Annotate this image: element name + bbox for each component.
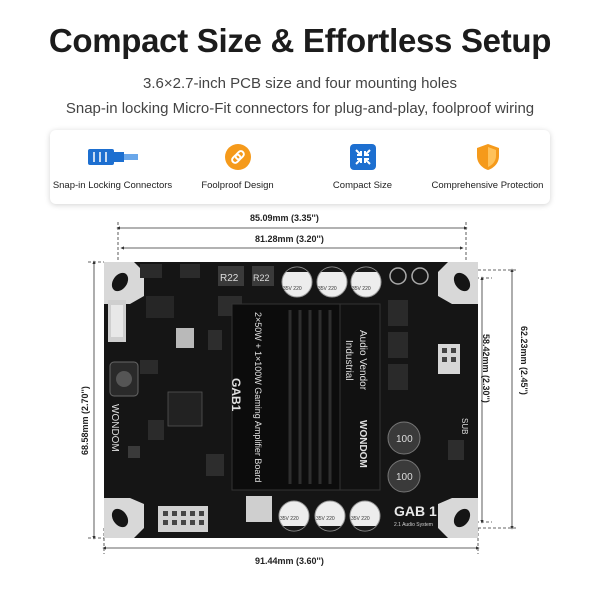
subtitle-connectors: Snap-in locking Micro-Fit connectors for…	[65, 100, 535, 117]
resistor-r22-b: R22	[253, 273, 270, 283]
inductor-label-2: 100	[396, 472, 413, 483]
feature-strip: Snap-in Locking Connectors Foolproof Des…	[50, 130, 550, 204]
link-icon	[175, 142, 300, 172]
feature-foolproof: Foolproof Design	[175, 130, 300, 191]
cap-label-2: 35V 220	[318, 286, 337, 292]
feature-protection-label: Comprehensive Protection	[431, 180, 544, 191]
feature-connectors: Snap-in Locking Connectors	[50, 130, 175, 191]
heatsink-brand: WONDOM	[357, 420, 368, 468]
cap-label-5: 35V 220	[316, 516, 335, 522]
inductor-label-1: 100	[396, 434, 413, 445]
capacitors-top	[281, 266, 382, 298]
dim-bottom: 91.44mm (3.60'')	[255, 556, 324, 566]
feature-connectors-label: Snap-in Locking Connectors	[52, 180, 173, 191]
board-model-big: GAB 1	[394, 503, 437, 519]
components: R22 R22 35V 220 35V 220 35V 220 35V 220 …	[108, 264, 469, 532]
feature-protection: Comprehensive Protection	[425, 130, 550, 191]
board-brand: WONDOM	[109, 404, 120, 452]
side-text-audio-vendor: Audio Vendor	[357, 330, 368, 391]
dim-top-outer: 85.09mm (3.35'')	[250, 213, 319, 223]
dimension-lines	[88, 222, 518, 554]
feature-foolproof-label: Foolproof Design	[201, 180, 274, 191]
dim-top-inner: 81.28mm (3.20'')	[255, 234, 324, 244]
capacitors-bottom	[278, 500, 381, 532]
compress-icon	[300, 142, 425, 172]
cap-label-6: 35V 220	[351, 516, 370, 522]
page-title: Compact Size & Effortless Setup	[48, 22, 552, 59]
connector-icon	[50, 142, 175, 172]
cap-label-1: 35V 220	[283, 286, 302, 292]
heatsink	[231, 303, 341, 491]
cap-label-3: 35V 220	[352, 286, 371, 292]
subtitle-pcb-size: 3.6×2.7-inch PCB size and four mounting …	[143, 75, 457, 92]
board-model: GAB1	[229, 378, 243, 412]
shield-icon	[425, 142, 550, 172]
cap-label-4: 35V 220	[280, 516, 299, 522]
feature-compact: Compact Size	[300, 130, 425, 191]
resistor-r22-a: R22	[220, 273, 239, 284]
board-model-sub: 2.1 Audio System	[394, 522, 433, 528]
side-text-industrial: Industrial	[343, 340, 354, 381]
feature-compact-label: Compact Size	[332, 180, 393, 191]
sub-label: SUB	[460, 418, 469, 434]
heatsink-title: 2×50W + 1×100W Gaming Amplifier Board	[253, 312, 263, 482]
